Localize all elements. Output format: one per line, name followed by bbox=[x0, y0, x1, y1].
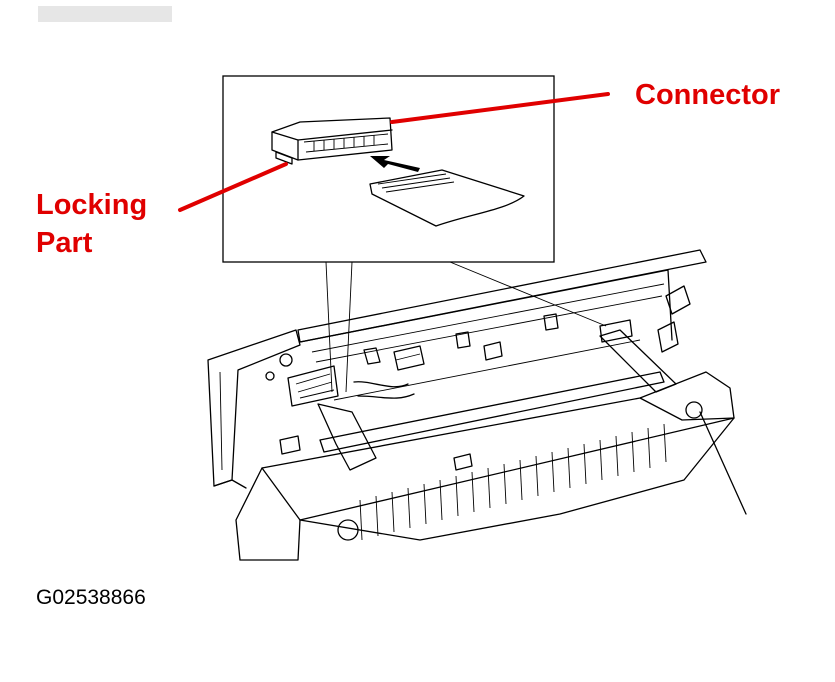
locking-part-callout-line bbox=[178, 162, 288, 212]
locking-part-label-line2: Part bbox=[36, 227, 93, 259]
ribbon-cable bbox=[287, 319, 677, 471]
scan-artifact bbox=[38, 6, 172, 22]
detail-inset bbox=[222, 75, 607, 393]
insertion-arrow-icon bbox=[370, 156, 420, 172]
connector-label: Connector bbox=[635, 79, 780, 111]
panel-assembly bbox=[207, 249, 747, 561]
figure-id: G02538866 bbox=[36, 586, 146, 609]
connector-block bbox=[271, 117, 393, 165]
locking-part-label-line1: Locking bbox=[36, 189, 148, 221]
connector-callout-line bbox=[390, 92, 610, 124]
flat-cable bbox=[369, 169, 525, 227]
